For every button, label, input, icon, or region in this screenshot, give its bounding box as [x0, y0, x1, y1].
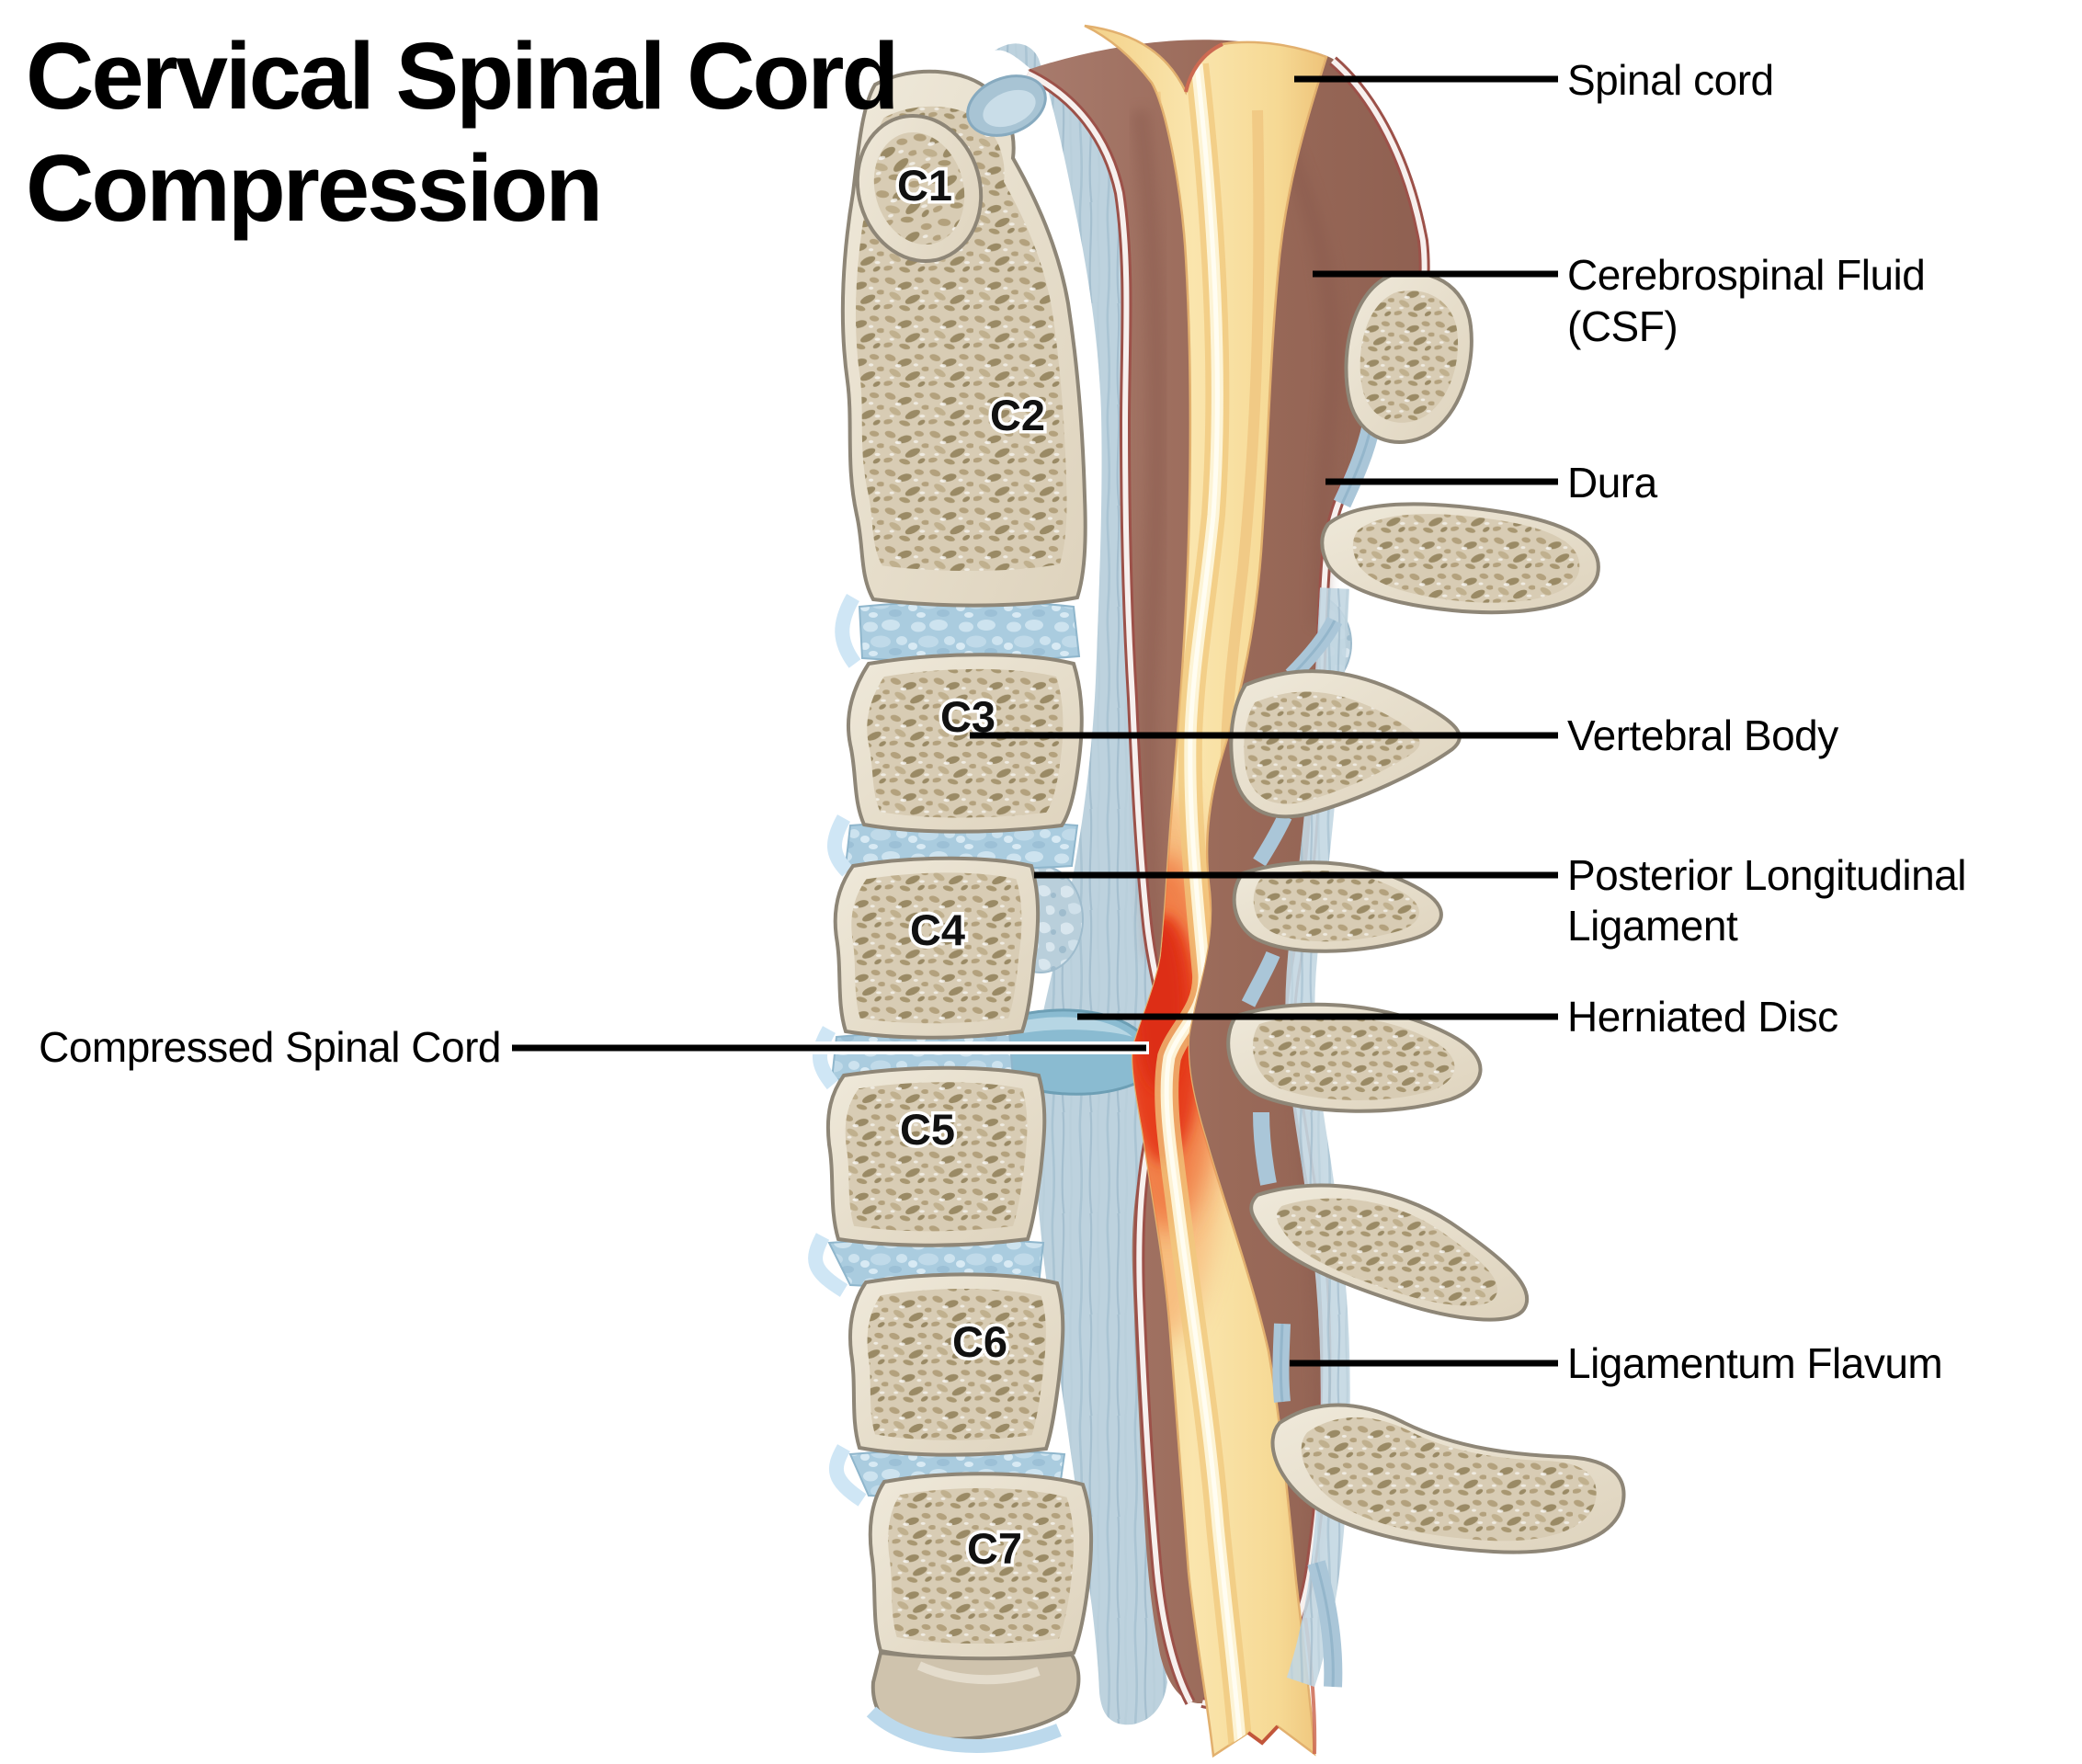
posterior-longitudinal-ligament-band — [995, 43, 1172, 1725]
c2-spinous-process — [1344, 270, 1473, 444]
vertebra-labels: C1 C2 C3 C4 C5 C6 C7 — [893, 158, 1048, 1576]
pll-label-line2: Ligament — [1567, 902, 1738, 950]
c7-label: C7 — [967, 1524, 1022, 1573]
c4-label: C4 — [910, 905, 965, 954]
c5-label: C5 — [900, 1105, 955, 1154]
inferior-cartilage-wedge — [866, 1650, 1081, 1753]
csf-label-line2: (CSF) — [1567, 302, 1678, 350]
pll-label-line1: Posterior Longitudinal — [1567, 851, 1966, 899]
annotation-labels: Spinal cord Cerebrospinal Fluid (CSF) Du… — [39, 56, 1966, 1387]
c3-spinous-process — [1229, 669, 1462, 819]
c1-label: C1 — [897, 161, 952, 210]
lamina-bone — [1320, 502, 1600, 615]
herniated-disc-label: Herniated Disc — [1567, 993, 1838, 1041]
dura-label: Dura — [1567, 459, 1658, 506]
c2-vertebra — [840, 69, 1087, 608]
ligamentum-flavum-label: Ligamentum Flavum — [1567, 1339, 1942, 1387]
c1-vertebra — [855, 113, 984, 264]
csf-label-line1: Cerebrospinal Fluid — [1567, 251, 1925, 299]
vertebral-bodies — [825, 69, 1094, 1753]
disc-c2-c3 — [858, 600, 1081, 663]
compressed-cord-label: Compressed Spinal Cord — [39, 1023, 501, 1071]
title-line1: Cervical Spinal Cord — [26, 23, 896, 129]
spinal-cord-label: Spinal cord — [1567, 56, 1774, 104]
page-title: Cervical Spinal Cord Compression — [26, 23, 899, 241]
c3-vertebra — [846, 653, 1084, 834]
vertebral-body-label: Vertebral Body — [1567, 711, 1838, 759]
title-line2: Compression — [26, 135, 600, 241]
c5-vertebra — [825, 1065, 1047, 1247]
c6-label: C6 — [952, 1317, 1007, 1366]
leader-lines — [512, 75, 1558, 1367]
c5-spinous-process — [1226, 1002, 1483, 1113]
c2-label: C2 — [990, 391, 1045, 439]
